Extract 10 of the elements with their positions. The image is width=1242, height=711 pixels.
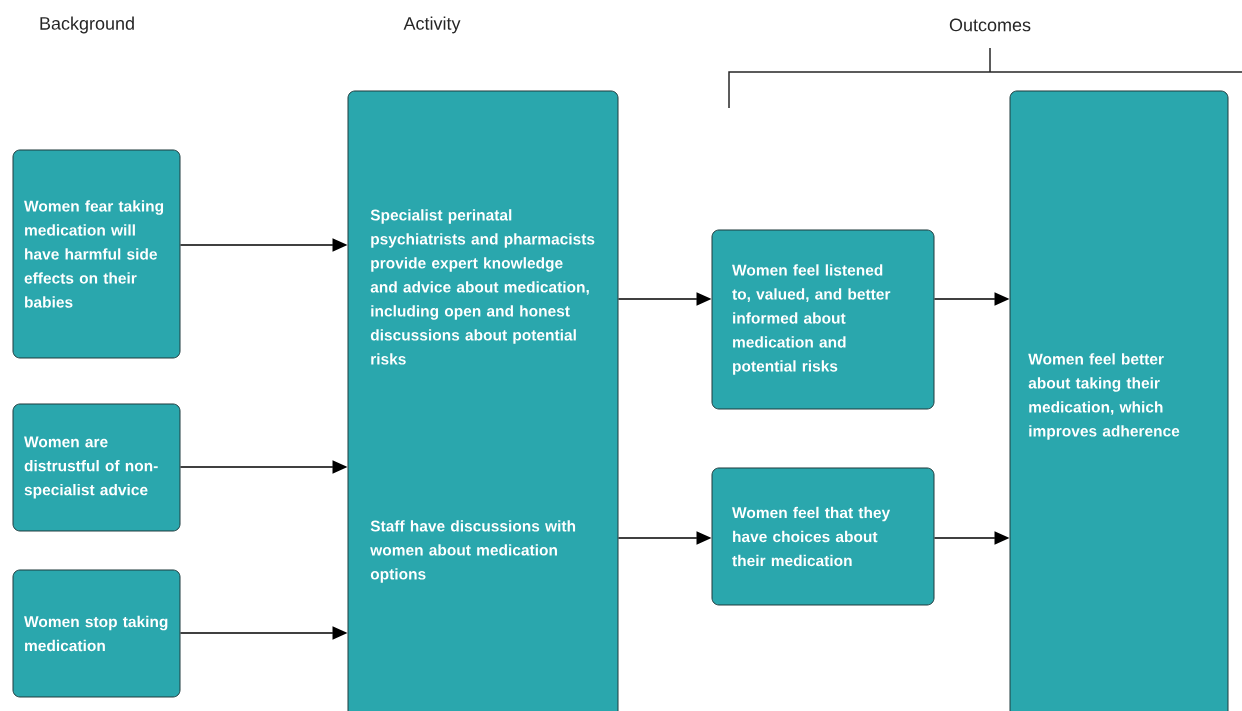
text-box: Women are distrustful of non-specialist advice — [12, 403, 181, 532]
text-box: Women feel that they have choices about their medication — [711, 467, 935, 606]
text-box: Specialist perinatal psychiatrists and pharmacists provide expert knowledge and advice about medication, including open and honest discussions about potential risks Staff have discussions with women about medication options — [347, 90, 619, 711]
column-heading: Background — [40, 16, 134, 34]
text-box: Women fear taking medication will have harmful side effects on their babies — [12, 149, 181, 359]
text-box: Women feel better about taking their medication, which improves adherence — [1009, 90, 1229, 711]
text-box: Women stop taking medication — [12, 569, 181, 698]
column-heading: Outcomes — [949, 18, 1031, 32]
column-heading: Activity — [403, 16, 461, 34]
text-box: Women feel listened to, valued, and better informed about medication and potential risks — [711, 229, 935, 410]
